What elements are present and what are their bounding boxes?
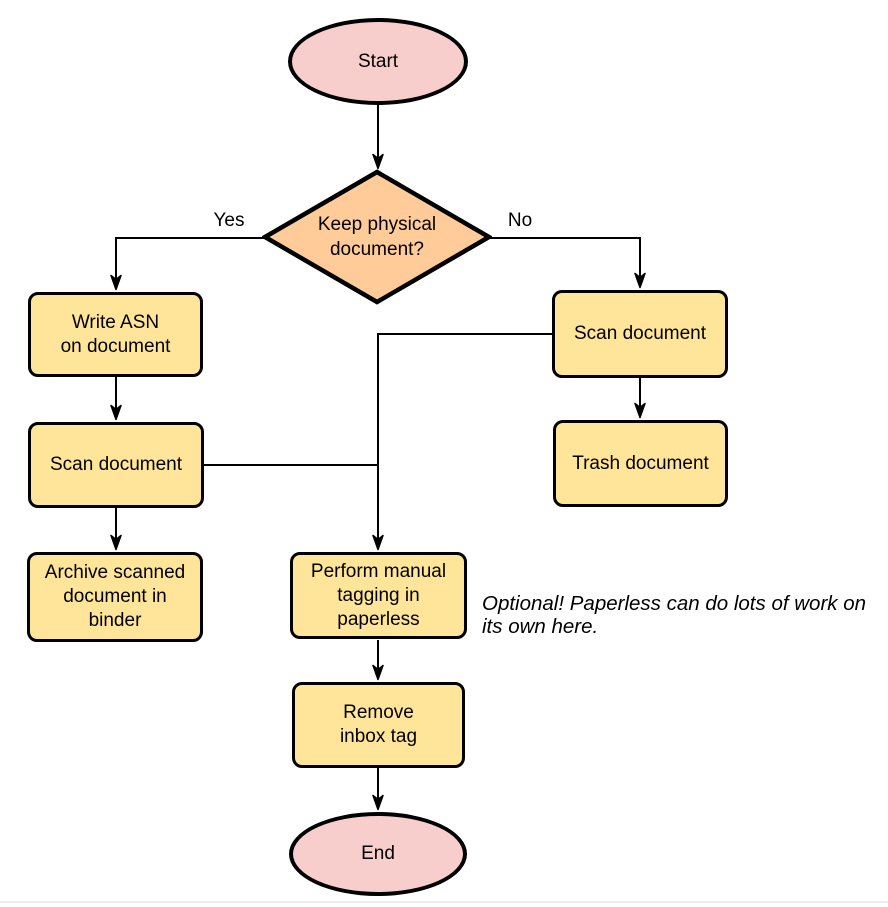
node-end: End [289, 812, 467, 896]
node-scan-document-right-label: Scan document [573, 323, 707, 344]
edge-label-no: No [507, 210, 533, 231]
node-start: Start [288, 18, 468, 105]
node-trash-document-label: Trash document [572, 452, 709, 474]
node-scan-document-left: Scan document [28, 422, 204, 508]
node-decision: Keep physical document? [262, 169, 492, 305]
node-archive-document-label: Archive scanned document in binder [44, 562, 186, 631]
edge-decision-no-to-scan-right [490, 237, 646, 289]
node-scan-document-right: Scan document [552, 290, 728, 378]
node-manual-tagging-label: Perform manual tagging in paperless [310, 560, 447, 630]
node-manual-tagging: Perform manual tagging in paperless [290, 552, 467, 639]
node-decision-label: Keep physical document? [317, 214, 437, 260]
page-bottom-border [0, 901, 888, 903]
node-archive-document: Archive scanned document in binder [27, 552, 203, 642]
edge-label-yes: Yes [213, 210, 245, 231]
edge-scan-right-to-tagging [372, 333, 552, 551]
node-scan-document-left-label: Scan document [49, 454, 183, 475]
node-write-asn-label: Write ASN on document [60, 311, 171, 357]
node-trash-document: Trash document [553, 420, 728, 507]
node-end-label: End [361, 843, 395, 864]
node-write-asn: Write ASN on document [28, 292, 203, 377]
node-remove-inbox-tag-label: Remove inbox tag [339, 702, 418, 747]
node-start-label: Start [357, 50, 399, 72]
edge-decision-yes-to-write-asn [110, 237, 265, 291]
annotation-optional-note: Optional! Paperless can do lots of work … [482, 592, 867, 638]
decision-diamond-shape [262, 169, 492, 305]
node-remove-inbox-tag: Remove inbox tag [292, 682, 465, 768]
